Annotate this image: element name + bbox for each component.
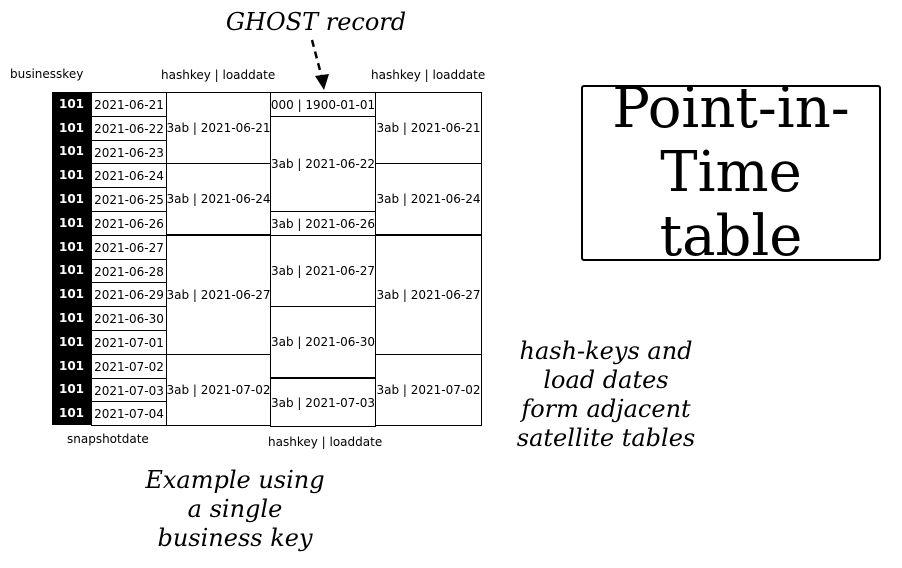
left-satellite-header: hashkey | loaddate (161, 68, 276, 82)
adjacent-note-line2: load dates (543, 366, 669, 394)
example-note: Example using a single business key (120, 466, 350, 553)
adjacent-note-line1: hash-keys and (519, 337, 693, 365)
businesskey-cell: 101 (52, 401, 91, 426)
snapshotdate-cell: 2021-07-02 (91, 354, 167, 379)
middle-satellite-cell: 3ab | 2021-06-26 (270, 211, 376, 236)
snapshotdate-cell: 2021-06-21 (91, 92, 167, 117)
businesskey-cell: 101 (52, 282, 91, 307)
right-satellite-cell: 3ab | 2021-06-24 (375, 163, 482, 235)
businesskey-cell: 101 (52, 306, 91, 330)
snapshotdate-cell: 2021-07-01 (91, 330, 167, 355)
snapshotdate-cell: 2021-06-23 (91, 140, 167, 165)
businesskey-label: businesskey (10, 67, 84, 81)
snapshotdate-cell: 2021-06-24 (91, 163, 167, 188)
example-note-line2: a single (187, 495, 283, 523)
snapshotdate-cell: 2021-06-28 (91, 259, 167, 284)
pit-title-line2: Time table (659, 140, 803, 269)
pit-title-line1: Point-in- (612, 76, 850, 141)
right-satellite-header: hashkey | loaddate (371, 68, 486, 82)
pit-title-box: Point-in- Time table (581, 77, 881, 269)
snapshotdate-cell: 2021-07-03 (91, 378, 167, 403)
middle-satellite-cell: 3ab | 2021-07-03 (270, 378, 376, 427)
businesskey-cell: 101 (52, 187, 91, 211)
middle-satellite-cell: 3ab | 2021-06-27 (270, 235, 376, 307)
ghost-record-annotation: GHOST record (225, 8, 407, 36)
middle-satellite-cell: 000 | 1900-01-01 (270, 92, 376, 117)
adjacent-satellites-note: hash-keys and load dates form adjacent s… (495, 337, 717, 453)
businesskey-cell: 101 (52, 92, 91, 116)
businesskey-cell: 101 (52, 139, 91, 164)
example-note-line3: business key (157, 524, 313, 552)
adjacent-note-line3: form adjacent (521, 395, 691, 423)
right-satellite-cell: 3ab | 2021-07-02 (375, 354, 482, 426)
example-note-line1: Example using (145, 466, 325, 494)
businesskey-cell: 101 (52, 211, 91, 235)
businesskey-cell: 101 (52, 234, 91, 259)
left-satellite-cell: 3ab | 2021-07-02 (166, 354, 271, 426)
right-satellite-cell: 3ab | 2021-06-27 (375, 235, 482, 355)
businesskey-cell: 101 (52, 377, 91, 402)
snapshotdate-cell: 2021-06-30 (91, 306, 167, 331)
snapshotdate-label: snapshotdate (67, 432, 149, 446)
middle-satellite-cell: 3ab | 2021-06-30 (270, 306, 376, 378)
snapshotdate-cell: 2021-06-27 (91, 235, 167, 260)
snapshotdate-cell: 2021-06-29 (91, 282, 167, 307)
middle-satellite-cell: 3ab | 2021-06-22 (270, 116, 376, 212)
adjacent-note-line4: satellite tables (516, 424, 696, 452)
businesskey-cell: 101 (52, 163, 91, 188)
businesskey-cell: 101 (52, 258, 91, 283)
middle-satellite-footer: hashkey | loaddate (268, 435, 383, 449)
businesskey-cell: 101 (52, 353, 91, 378)
businesskey-cell: 101 (52, 115, 91, 140)
left-satellite-cell: 3ab | 2021-06-21 (166, 92, 271, 164)
left-satellite-cell: 3ab | 2021-06-27 (166, 235, 271, 355)
right-satellite-cell: 3ab | 2021-06-21 (375, 92, 482, 164)
snapshotdate-cell: 2021-06-26 (91, 211, 167, 236)
ghost-arrow (310, 39, 329, 90)
businesskey-cell: 101 (52, 330, 91, 354)
snapshotdate-cell: 2021-07-04 (91, 401, 167, 426)
snapshotdate-cell: 2021-06-22 (91, 116, 167, 141)
snapshotdate-cell: 2021-06-25 (91, 187, 167, 212)
left-satellite-cell: 3ab | 2021-06-24 (166, 163, 271, 235)
